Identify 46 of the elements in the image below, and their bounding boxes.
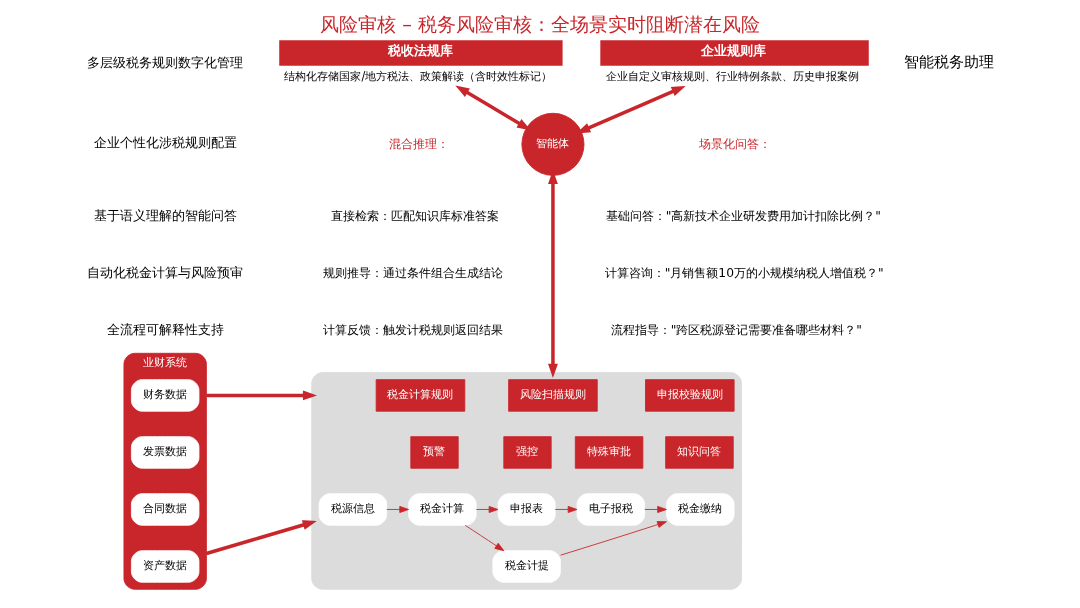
arrow xyxy=(554,505,578,513)
node-box: 资产数据 xyxy=(130,550,200,583)
label: 全流程可解释性支持 xyxy=(106,321,224,337)
arrow xyxy=(386,505,409,513)
label: 基于语义理解的智能问答 xyxy=(93,207,237,223)
node-box: 企业规则库 xyxy=(600,40,869,66)
node-box: 税源信息 xyxy=(318,493,388,526)
label: 基础问答："高新技术企业研发费用加计扣除比例？" xyxy=(605,208,881,223)
node-box: 知识问答 xyxy=(665,436,734,469)
node-box: 申报校验规则 xyxy=(645,379,735,412)
node-box: 电子报税 xyxy=(576,493,646,526)
node-box: 税金缴纳 xyxy=(666,493,735,526)
node-box: 合同数据 xyxy=(130,493,200,526)
node-box: 强控 xyxy=(503,436,552,469)
label: 企业个性化涉税规则配置 xyxy=(93,135,237,151)
label: 计算反馈：触发计税规则返回结果 xyxy=(323,322,504,337)
label: 计算咨询："月销售额10万的小规模纳税人增值税？" xyxy=(604,265,884,280)
node-box: 申报表 xyxy=(497,493,556,526)
arrow xyxy=(464,524,505,552)
node-label: 结构化存储国家/地方税法、政策解读（含时效性标记） xyxy=(284,69,553,84)
node-circle: 智能体 xyxy=(521,112,585,176)
label: 流程指导："跨区税源登记需要准备哪些材料？" xyxy=(610,322,862,337)
label: 混合推理： xyxy=(388,136,449,151)
label: 自动化税金计算与风险预审 xyxy=(87,264,244,280)
label: 规则推导：通过条件组合生成结论 xyxy=(323,265,504,280)
node-box: 财务数据 xyxy=(130,379,200,412)
arrow xyxy=(205,520,317,556)
label: 场景化问答： xyxy=(699,136,772,151)
node-box: 发票数据 xyxy=(130,436,200,469)
node-box: 税金计算 xyxy=(408,493,477,526)
arrow xyxy=(560,521,667,556)
cluster xyxy=(311,372,742,590)
diagram-title: 风险审核 – 税务风险审核：全场景实时阻断潜在风险 xyxy=(320,12,760,36)
node-box: 税金计提 xyxy=(492,550,561,583)
node-box: 税收法规库 xyxy=(279,40,563,66)
arrow xyxy=(644,505,667,513)
node-box: 风险扫描规则 xyxy=(508,379,598,412)
node-label: 企业自定义审核规则、行业特例条款、历史申报案例 xyxy=(605,69,859,84)
arrow xyxy=(475,505,499,513)
arrow xyxy=(206,390,317,401)
node-box: 预警 xyxy=(410,436,459,469)
node-box: 税金计算规则 xyxy=(375,379,466,412)
label: 多层级税务规则数字化管理 xyxy=(87,54,244,70)
label: 直接检索：匹配知识库标准答案 xyxy=(331,208,500,223)
label: 智能税务助理 xyxy=(903,53,994,72)
node-box: 特殊审批 xyxy=(574,436,644,469)
